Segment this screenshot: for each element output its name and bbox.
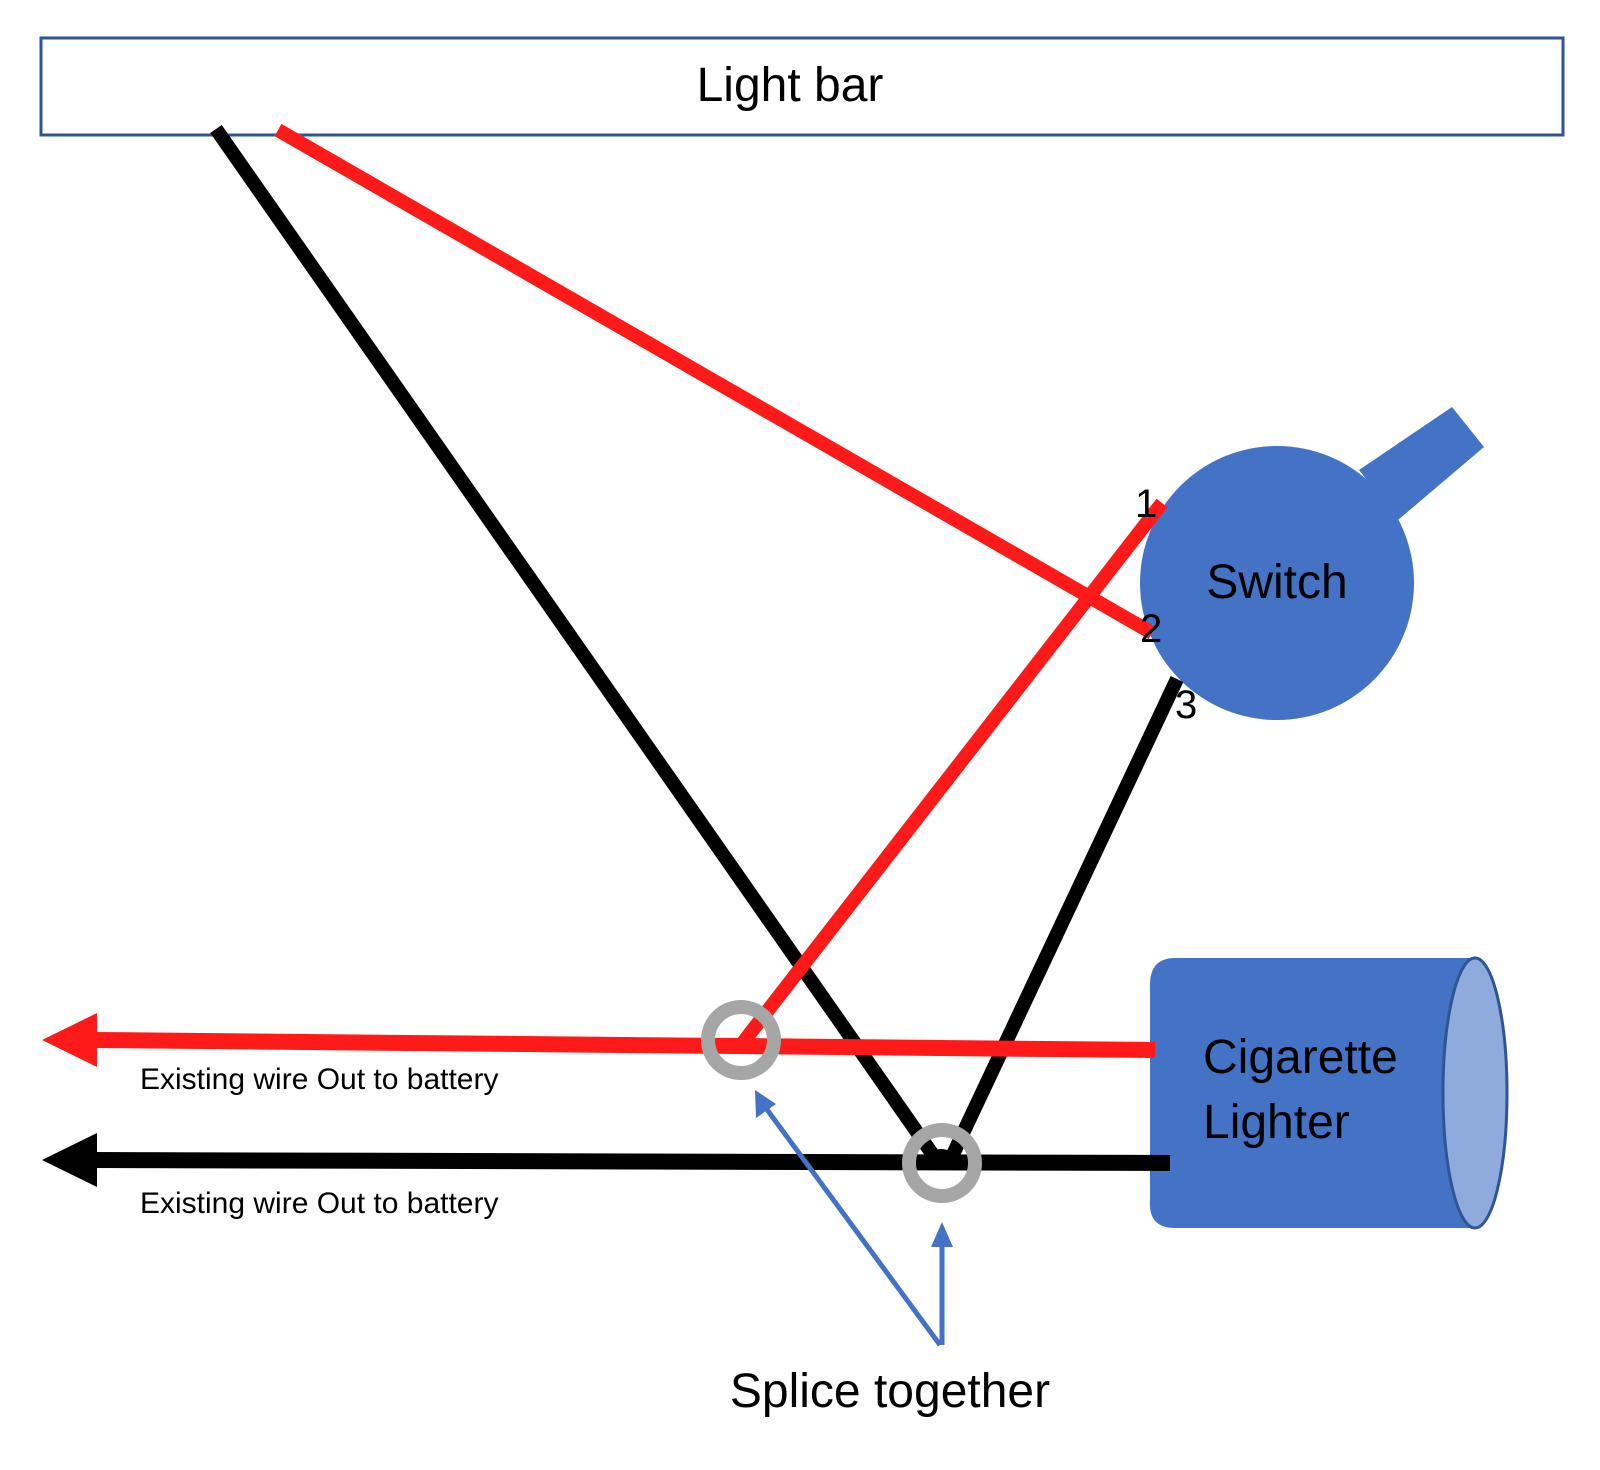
light-bar	[39, 36, 1565, 137]
cigarette-lighter-end	[1441, 956, 1509, 1230]
red-battery-arrowhead	[42, 1013, 97, 1067]
ground-splice-ring	[902, 1123, 982, 1203]
ground-splice-knot	[927, 1149, 955, 1169]
splice-pointer-right-head	[931, 1222, 953, 1247]
switch-pin-1: 1	[1135, 482, 1157, 526]
red-battery-wire-label: Existing wire Out to battery	[140, 1063, 498, 1096]
switch-body	[1140, 446, 1414, 720]
red-battery-wire	[94, 1032, 1156, 1058]
red-wire-switch-power	[735, 498, 1168, 1050]
switch-pin-3: 3	[1175, 683, 1197, 727]
black-battery-wire	[94, 1152, 1171, 1171]
switch-pin-2: 2	[1140, 607, 1162, 651]
light-bar-label: Light bar	[697, 59, 884, 112]
red-wire-lightbar-switch	[274, 123, 1156, 640]
black-battery-arrowhead	[42, 1133, 97, 1187]
splice-together-label: Splice together	[730, 1365, 1050, 1418]
switch-label: Switch	[1206, 556, 1347, 609]
black-wire-switch-ground	[941, 676, 1184, 1168]
splice-pointer-left	[757, 1098, 943, 1347]
cigarette-lighter-label-line1: Cigarette	[1203, 1031, 1398, 1084]
black-wire-lightbar-ground	[210, 124, 946, 1170]
cigarette-lighter-body	[1149, 958, 1475, 1228]
switch-lever	[1359, 407, 1484, 520]
power-splice-ring	[701, 1000, 781, 1080]
splice-pointer-left-head	[755, 1090, 776, 1118]
cigarette-lighter-label-line2: Lighter	[1203, 1096, 1350, 1149]
black-battery-wire-label: Existing wire Out to battery	[140, 1187, 498, 1220]
